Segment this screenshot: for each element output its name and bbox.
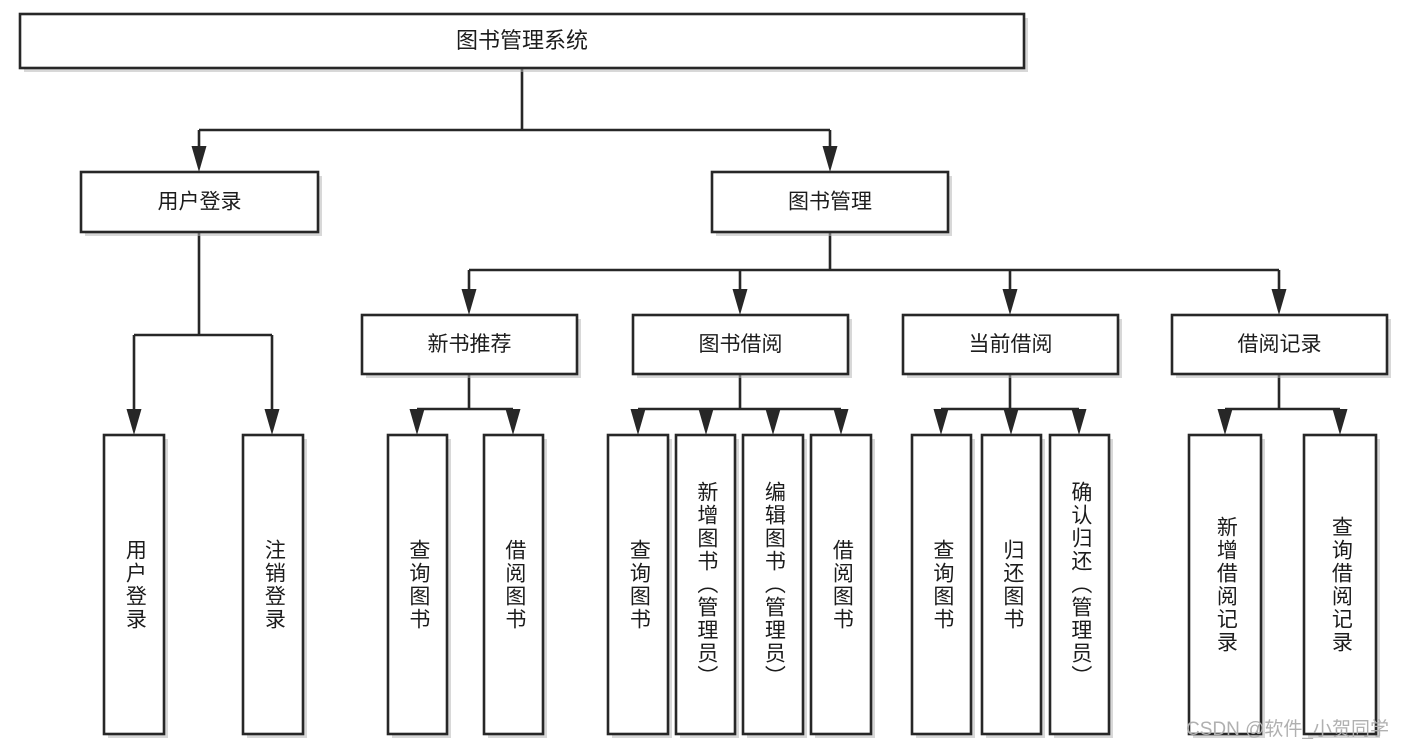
watermark-text: CSDN @软件_小贺同学 — [1186, 719, 1389, 740]
node-label-book-borrow: 图书借阅 — [699, 333, 783, 356]
book-manage-drop-2-arrowhead — [1002, 289, 1018, 315]
current-borrow-drop-2-arrowhead — [1071, 409, 1087, 435]
leaf-edit-book-box — [741, 433, 805, 736]
root-drop-0-arrowhead — [191, 146, 207, 172]
user-login-drop-0-arrowhead — [126, 409, 142, 435]
node-label-book-manage: 图书管理 — [788, 191, 872, 214]
book-borrow-drop-2-arrowhead — [765, 409, 781, 435]
borrow-record-drop-1-arrowhead — [1332, 409, 1348, 435]
leaf-query-borrow-record-box — [1302, 433, 1378, 736]
book-borrow-drop-1-arrowhead — [698, 409, 714, 435]
node-box-new-book-rec — [360, 313, 579, 376]
node-box-current-borrow — [901, 313, 1120, 376]
leaf-user-login-box — [102, 433, 166, 736]
node-box-book-borrow — [631, 313, 850, 376]
root-drop-1-arrowhead — [822, 146, 838, 172]
book-borrow-drop-3-arrowhead — [833, 409, 849, 435]
book-manage-drop-1-arrowhead — [732, 289, 748, 315]
leaf-query-book-cur-box — [910, 433, 973, 736]
leaf-return-book-box — [980, 433, 1043, 736]
connector-layer — [126, 68, 1348, 435]
book-manage-drop-3-arrowhead — [1271, 289, 1287, 315]
box-layer — [18, 12, 1391, 738]
node-box-root — [18, 12, 1026, 70]
book-borrow-drop-0-arrowhead — [630, 409, 646, 435]
node-label-root: 图书管理系统 — [456, 28, 588, 53]
leaf-logout-login-box — [241, 433, 305, 736]
node-label-new-book-rec: 新书推荐 — [428, 333, 512, 356]
node-label-current-borrow: 当前借阅 — [969, 333, 1053, 356]
book-manage-drop-0-arrowhead — [461, 289, 477, 315]
leaf-query-book-box — [606, 433, 670, 736]
node-box-book-manage — [710, 170, 950, 234]
current-borrow-drop-1-arrowhead — [1003, 409, 1019, 435]
leaf-borrow-book-box — [809, 433, 873, 736]
node-label-borrow-record: 借阅记录 — [1238, 333, 1322, 356]
leaf-add-borrow-record-box — [1187, 433, 1263, 736]
new-book-rec-drop-1-arrowhead — [505, 409, 521, 435]
leaf-query-book-rec-box — [386, 433, 449, 736]
leaf-add-book-box — [674, 433, 737, 736]
leaf-confirm-return-box — [1048, 433, 1111, 736]
node-box-borrow-record — [1170, 313, 1389, 376]
node-box-user-login — [79, 170, 320, 234]
node-label-user-login: 用户登录 — [158, 191, 242, 214]
new-book-rec-drop-0-arrowhead — [409, 409, 425, 435]
user-login-drop-1-arrowhead — [264, 409, 280, 435]
borrow-record-drop-0-arrowhead — [1217, 409, 1233, 435]
current-borrow-drop-0-arrowhead — [933, 409, 949, 435]
leaf-borrow-book-rec-box — [482, 433, 545, 736]
